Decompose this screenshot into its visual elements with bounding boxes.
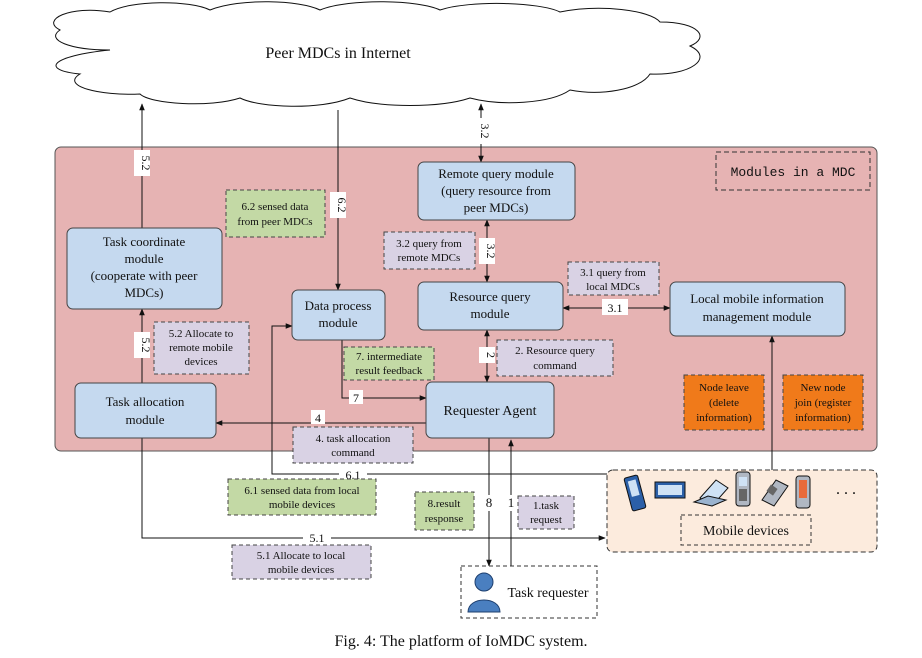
note-node-leave-line-2: (delete [709, 397, 739, 409]
resource-query-module: Resource query module [417, 281, 564, 331]
edge-labels: 3.2 5.2 6.2 3.2 3.1 5.2 2 7 4 6.1 8 1 5.… [134, 118, 628, 545]
note-allocate-remote: 5.2 Allocate to remote mobile devices [153, 321, 250, 375]
local-info-line-1: Local mobile information [690, 291, 824, 306]
note-result-response-line-1: 8.result [428, 498, 461, 510]
note-resource-cmd: 2. Resource query command [496, 339, 614, 377]
task-requester-label: Task requester [507, 586, 588, 601]
devices-ellipsis: . . . [836, 481, 856, 498]
note-sensed-peer-line-1: 6.2 sensed data [242, 201, 309, 213]
note-node-join-line-2: join (register [794, 397, 852, 409]
note-sensed-local-line-1: 6.1 sensed data from local [244, 485, 359, 497]
note-result-response-line-2: response [425, 513, 464, 525]
remote-query-line-2: (query resource from [441, 183, 551, 198]
mdc-title-box [715, 151, 871, 191]
note-sensed-local: 6.1 sensed data from local mobile device… [227, 478, 377, 516]
note-allocate-remote-line-1: 5.2 Allocate to [169, 328, 234, 340]
requester-agent-module: Requester Agent [425, 381, 555, 439]
task-coordinate-line-2: module [125, 251, 164, 266]
task-allocation-line-2: module [126, 412, 165, 427]
note-query-local: 3.1 query from local MDCs [567, 261, 660, 296]
task-coordinate-line-1: Task coordinate [103, 234, 186, 249]
local-info-line-2: management module [703, 309, 812, 324]
note-sensed-peer: 6.2 sensed data from peer MDCs [225, 189, 326, 238]
data-process-line-2: module [319, 315, 358, 330]
requester-agent-label: Requester Agent [444, 404, 537, 419]
edge-label-3-1: 3.1 [608, 301, 623, 315]
task-coordinate-line-4: MDCs) [124, 285, 163, 300]
mobile-devices-icons: . . . [623, 471, 856, 512]
note-allocate-local-line-2: mobile devices [268, 564, 334, 576]
note-task-request-line-2: request [530, 514, 562, 526]
smartphone-icon [795, 475, 811, 509]
pda-icon [623, 474, 647, 512]
task-requester: Task requester [460, 565, 598, 619]
note-query-remote-line-1: 3.2 query from [396, 238, 462, 250]
edge-label-5-1: 5.1 [310, 531, 325, 545]
note-node-join-line-1: New node [801, 382, 846, 394]
note-allocate-remote-line-2: remote mobile [169, 342, 233, 354]
task-coordinate-line-3: (cooperate with peer [91, 268, 199, 283]
note-node-leave-line-3: information) [696, 412, 752, 424]
resource-query-line-1: Resource query [449, 289, 531, 304]
cloud-label: Peer MDCs in Internet [265, 45, 411, 62]
edge-label-6-2: 6.2 [335, 198, 349, 213]
flip-phone-icon [761, 479, 789, 507]
note-task-alloc-cmd: 4. task allocation command [292, 426, 414, 464]
edge-label-3-2-mid: 3.2 [484, 244, 498, 259]
note-resource-cmd-line-2: command [533, 360, 577, 372]
note-task-alloc-cmd-line-1: 4. task allocation [316, 433, 391, 445]
note-query-local-line-2: local MDCs [586, 281, 639, 293]
edge-label-7: 7 [353, 391, 359, 405]
edge-label-8: 8 [486, 495, 493, 510]
task-allocation-line-1: Task allocation [106, 394, 185, 409]
edge-label-1: 1 [508, 495, 515, 510]
edge-label-4: 4 [315, 411, 321, 425]
remote-query-line-3: peer MDCs) [464, 200, 529, 215]
note-result-response: 8.result response [414, 491, 475, 531]
note-allocate-local-line-1: 5.1 Allocate to local [257, 550, 346, 562]
mdc-title: Modules in a MDC [731, 165, 856, 180]
mobile-devices-label-box: Mobile devices [680, 514, 812, 546]
data-process-line-1: Data process [305, 298, 372, 313]
note-node-leave: Node leave (delete information) [683, 374, 765, 431]
cellphone-icon [735, 471, 751, 507]
note-query-remote-line-2: remote MDCs [398, 252, 461, 264]
note-node-join-line-3: information) [795, 412, 851, 424]
note-task-request: 1.task request [517, 495, 575, 530]
note-allocate-local: 5.1 Allocate to local mobile devices [231, 544, 372, 580]
note-task-alloc-cmd-line-2: command [331, 447, 375, 459]
note-intermediate: 7. intermediate result feedback [343, 346, 435, 381]
data-process-module: Data process module [291, 289, 386, 341]
edge-label-2: 2 [484, 352, 498, 358]
note-query-local-line-1: 3.1 query from [580, 267, 646, 279]
note-intermediate-line-1: 7. intermediate [356, 351, 422, 363]
note-task-request-line-1: 1.task [533, 500, 559, 512]
note-intermediate-line-2: result feedback [356, 365, 423, 377]
task-coordinate-module: Task coordinate module (cooperate with p… [66, 227, 223, 310]
task-allocation-module: Task allocation module [74, 382, 217, 439]
edge-label-5-2-mid: 5.2 [139, 338, 153, 353]
edge-label-3-2-top: 3.2 [478, 124, 492, 139]
mobile-devices-label: Mobile devices [703, 524, 789, 539]
note-sensed-peer-line-2: from peer MDCs [237, 216, 312, 228]
monitor-icon [654, 481, 686, 499]
user-icon [467, 572, 501, 613]
resource-query-line-2: module [471, 306, 510, 321]
peer-mdcs-cloud: Peer MDCs in Internet [53, 1, 701, 107]
local-info-module: Local mobile information management modu… [669, 281, 846, 337]
note-node-join: New node join (register information) [782, 374, 864, 431]
note-sensed-local-line-2: mobile devices [269, 499, 335, 511]
remote-query-line-1: Remote query module [438, 166, 554, 181]
note-allocate-remote-line-3: devices [185, 356, 218, 368]
note-node-leave-line-1: Node leave [699, 382, 749, 394]
edge-label-5-2-top: 5.2 [139, 156, 153, 171]
figure-caption: Fig. 4: The platform of IoMDC system. [334, 633, 587, 650]
remote-query-module: Remote query module (query resource from… [417, 161, 576, 221]
laptop-icon [692, 479, 729, 507]
note-resource-cmd-line-1: 2. Resource query [515, 345, 595, 357]
note-query-remote: 3.2 query from remote MDCs [383, 231, 476, 270]
